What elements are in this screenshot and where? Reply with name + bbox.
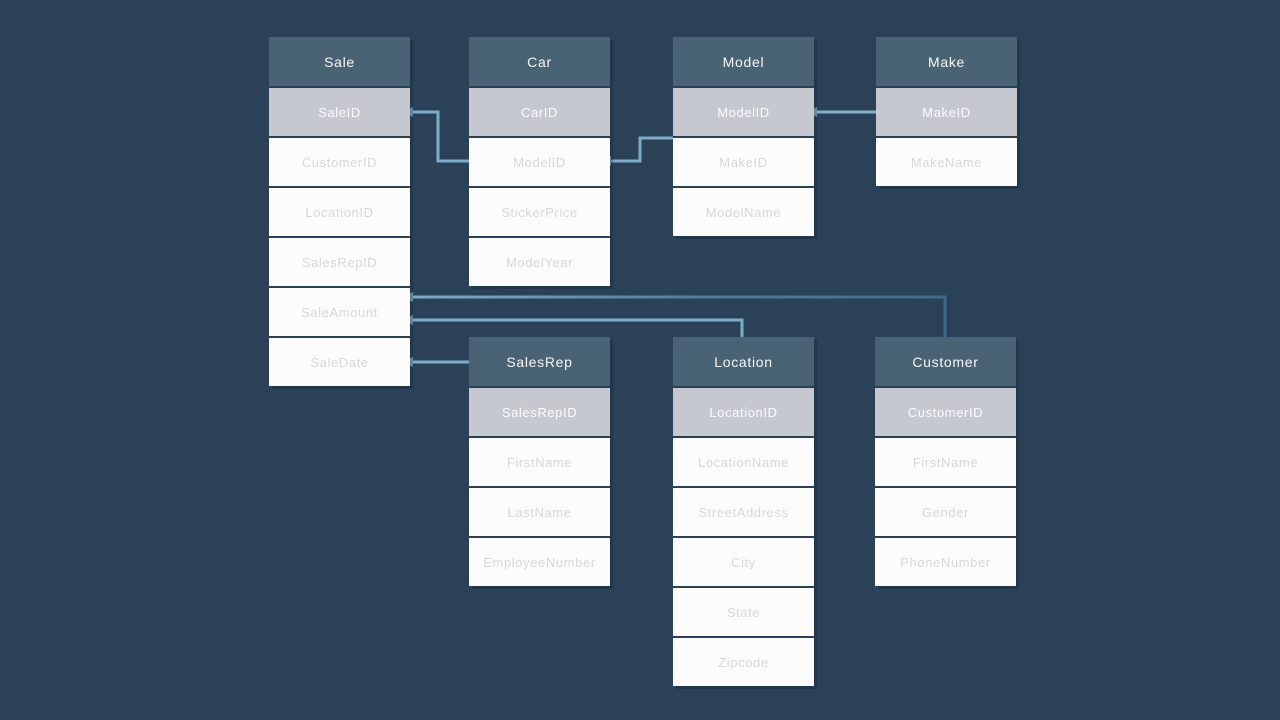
field-row-employeenumber: EmployeeNumber <box>469 538 610 586</box>
table-title: Car <box>469 37 610 86</box>
field-row-modelname: ModelName <box>673 188 814 236</box>
table-title: Location <box>673 337 814 386</box>
connector-saleamount-location <box>410 318 744 337</box>
table-title: Make <box>876 37 1017 86</box>
field-row-saleid: SaleID <box>269 88 410 136</box>
field-row-modelid: ModelID <box>673 88 814 136</box>
field-row-zipcode: Zipcode <box>673 638 814 686</box>
field-row-customerid: CustomerID <box>269 138 410 186</box>
field-row-firstname: FirstName <box>875 438 1016 486</box>
field-row-carid: CarID <box>469 88 610 136</box>
field-row-makename: MakeName <box>876 138 1017 186</box>
table-title: Customer <box>875 337 1016 386</box>
field-row-modelid: ModelID <box>469 138 610 186</box>
field-row-streetaddress: StreetAddress <box>673 488 814 536</box>
field-row-firstname: FirstName <box>469 438 610 486</box>
field-row-makeid: MakeID <box>876 88 1017 136</box>
field-row-customerid: CustomerID <box>875 388 1016 436</box>
field-row-phonenumber: PhoneNumber <box>875 538 1016 586</box>
field-row-stickerprice: StickerPrice <box>469 188 610 236</box>
field-row-modelyear: ModelYear <box>469 238 610 286</box>
connector-modelid-model <box>610 136 673 163</box>
field-row-locationname: LocationName <box>673 438 814 486</box>
field-row-gender: Gender <box>875 488 1016 536</box>
field-row-saledate: SaleDate <box>269 338 410 386</box>
field-row-salesrepid: SalesRepID <box>269 238 410 286</box>
table-title: Sale <box>269 37 410 86</box>
table-title: Model <box>673 37 814 86</box>
connector-saleamount-customer <box>410 295 947 337</box>
field-row-makeid: MakeID <box>673 138 814 186</box>
connector-saleid-car <box>410 110 469 163</box>
field-row-city: City <box>673 538 814 586</box>
field-row-salesrepid: SalesRepID <box>469 388 610 436</box>
field-row-saleamount: SaleAmount <box>269 288 410 336</box>
field-row-locationid: LocationID <box>673 388 814 436</box>
field-row-state: State <box>673 588 814 636</box>
field-row-lastname: LastName <box>469 488 610 536</box>
table-title: SalesRep <box>469 337 610 386</box>
field-row-locationid: LocationID <box>269 188 410 236</box>
